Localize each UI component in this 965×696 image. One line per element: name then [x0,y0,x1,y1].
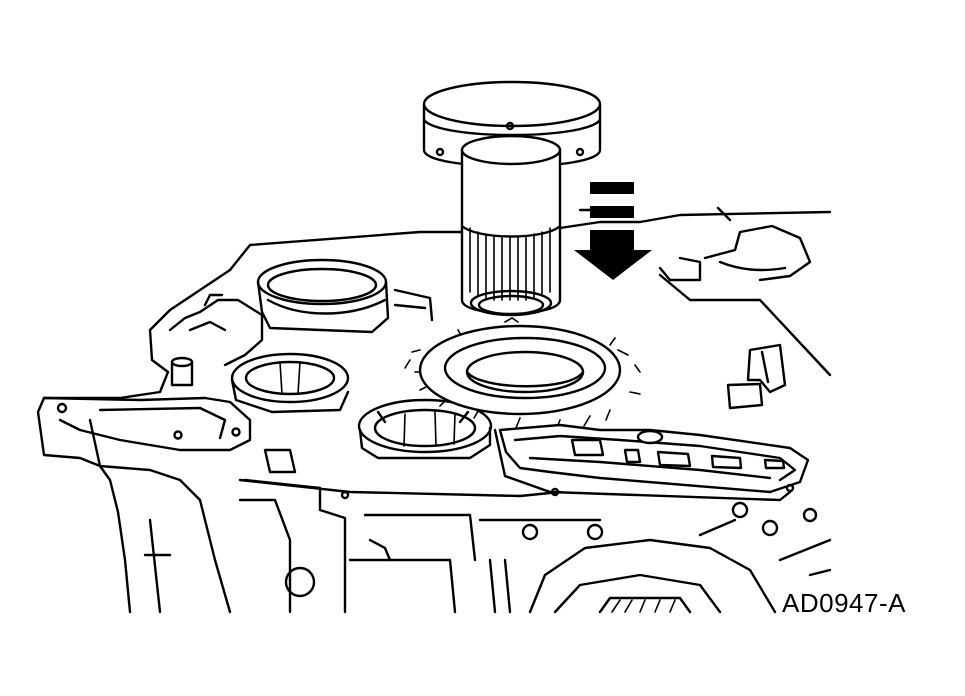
figure-id-label: AD0947-A [782,588,906,618]
seal-installer-tool [422,80,602,317]
valve-body-rail [493,423,810,502]
upper-bore [256,258,434,334]
seal-bore [404,317,641,431]
lower-bore [357,398,493,460]
down-arrow-icon [574,182,652,280]
retaining-clip [726,343,787,410]
transmission-case [36,206,832,614]
left-bore [230,352,350,414]
